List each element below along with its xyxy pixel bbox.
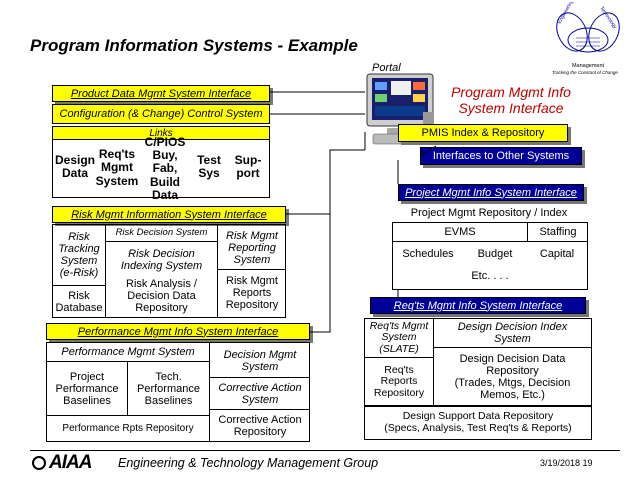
logo-caption-1: Management: [571, 63, 605, 69]
design-support-box: Design Support Data Repository(Specs, An…: [364, 406, 592, 440]
risk-header-label: Risk Mgmt Information System Interface: [71, 208, 267, 221]
logo-caption-2: Tracking the Constant of Change: [552, 70, 618, 75]
logo-petal-2: Technology: [598, 6, 618, 31]
page-title: Program Information Systems - Example: [30, 36, 358, 55]
evms-cell: EVMS: [444, 225, 476, 238]
config-control-box: Configuration (& Change) Control System: [52, 104, 270, 124]
performance-system-cell: Performance Mgmt System: [61, 345, 195, 358]
reqts-header-label: Req'ts Mgmt Info System Interface: [393, 299, 563, 312]
program-interface-line1: Program Mgmt Info: [451, 84, 571, 100]
design-support-cell: Design Support Data Repository(Specs, An…: [384, 410, 572, 434]
product-data-header-label: Product Data Mgmt System Interface: [70, 87, 252, 100]
etc-cell: Etc. . . .: [471, 269, 509, 282]
config-control-label: Configuration (& Change) Control System: [59, 108, 263, 120]
reqts-header: Req'ts Mgmt Info System Interface: [370, 297, 586, 314]
product-data-header: Product Data Mgmt System Interface: [52, 85, 270, 102]
pmis-index-label: PMIS Index & Repository: [421, 127, 545, 139]
project-body: EVMS Staffing Schedules Budget Capital E…: [392, 222, 588, 290]
project-header: Project Mgmt Info System Interface: [398, 184, 584, 201]
risk-header: Risk Mgmt Information System Interface: [52, 206, 286, 223]
aiaa-wordmark: AIAA: [49, 452, 92, 473]
support-cell: Sup-port: [234, 152, 262, 180]
capital-cell: Capital: [539, 247, 575, 260]
project-header-label: Project Mgmt Info System Interface: [405, 186, 577, 199]
performance-rpts-repo-cell: Performance Rpts Repository: [62, 423, 194, 434]
aiaa-emblem-icon: [32, 456, 46, 470]
risk-decision-system-cell: Risk Decision System: [115, 226, 208, 238]
links-box: Links: [52, 126, 270, 140]
pmis-interfaces-box: Interfaces to Other Systems: [420, 147, 582, 165]
footer-date: 3/19/2018 19: [540, 458, 593, 468]
footer-group: Engineering & Technology Management Grou…: [118, 456, 379, 470]
performance-header-label: Performance Mgmt Info System Interface: [77, 325, 279, 338]
footer-rule: [30, 450, 620, 451]
budget-cell: Budget: [477, 247, 513, 260]
program-interface-label: Program Mgmt Info System Interface: [436, 84, 586, 116]
flower-logo-icon: Engineering Technology: [556, 0, 620, 53]
portal-label: Portal: [372, 62, 401, 74]
etm-logo: Engineering Technology Management Tracki…: [548, 0, 628, 75]
pmis-index-box: PMIS Index & Repository: [398, 124, 568, 142]
project-repo-label: Project Mgmt Repository / Index: [410, 207, 568, 219]
program-interface-line2: System Interface: [458, 100, 564, 116]
pmis-interfaces-label: Interfaces to Other Systems: [432, 150, 570, 162]
performance-header: Performance Mgmt Info System Interface: [46, 323, 310, 340]
staffing-cell: Staffing: [539, 225, 577, 238]
schedules-cell: Schedules: [402, 247, 454, 260]
links-label: Links: [149, 127, 173, 139]
aiaa-logo: AIAA: [32, 452, 92, 474]
